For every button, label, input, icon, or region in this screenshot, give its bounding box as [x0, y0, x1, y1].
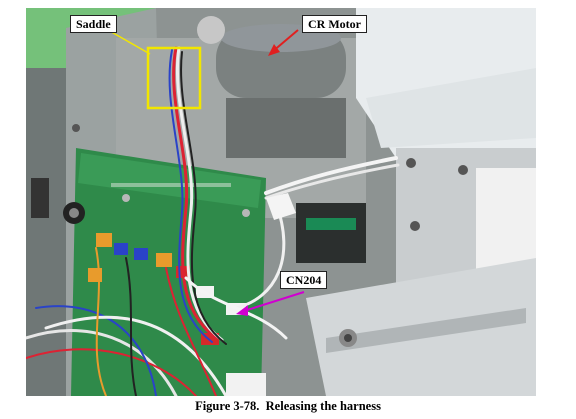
cn204-arrow-line: [243, 291, 305, 312]
bottom-connector: [226, 373, 266, 396]
frame-cutout: [226, 98, 346, 158]
orange-connector: [96, 233, 112, 247]
wire-harness: [26, 46, 400, 396]
connector-block: [296, 203, 366, 263]
cn204-arrow-head: [236, 305, 248, 316]
rail-slot: [326, 308, 526, 353]
orange-connector: [156, 253, 172, 267]
board-screw: [242, 209, 250, 217]
service-manual-photo: [26, 8, 536, 396]
capacitor-top: [69, 208, 79, 218]
bracket-screw-hole: [72, 124, 80, 132]
rail-screw-head: [344, 334, 352, 342]
cover-edge: [366, 68, 536, 148]
cn204-callout: CN204: [280, 271, 328, 289]
cr-motor-arrow-head: [268, 44, 280, 56]
bracket-screw: [458, 165, 468, 175]
saddle-callout: Saddle: [70, 15, 117, 33]
figure-caption-text: Releasing the harness: [265, 399, 381, 413]
cr-motor-callout: CR Motor: [302, 15, 367, 33]
board-upper-edge: [78, 153, 261, 208]
blue-connector: [114, 243, 128, 255]
saddle-highlight-box: [146, 46, 202, 110]
figure-caption-number: Figure 3-78.: [195, 399, 260, 413]
harness-clamp: [266, 193, 296, 220]
bracket-screw: [410, 221, 420, 231]
saddle-leader-line: [107, 29, 151, 55]
motor-pulley: [197, 16, 225, 44]
board-silkscreen: [111, 183, 231, 187]
connector-latch: [306, 218, 356, 230]
bracket-slot: [31, 178, 49, 218]
bracket-screw: [406, 158, 416, 168]
figure-caption: Figure 3-78. Releasing the harness: [0, 399, 576, 414]
board-screw: [122, 194, 130, 202]
blue-connector: [134, 248, 148, 260]
